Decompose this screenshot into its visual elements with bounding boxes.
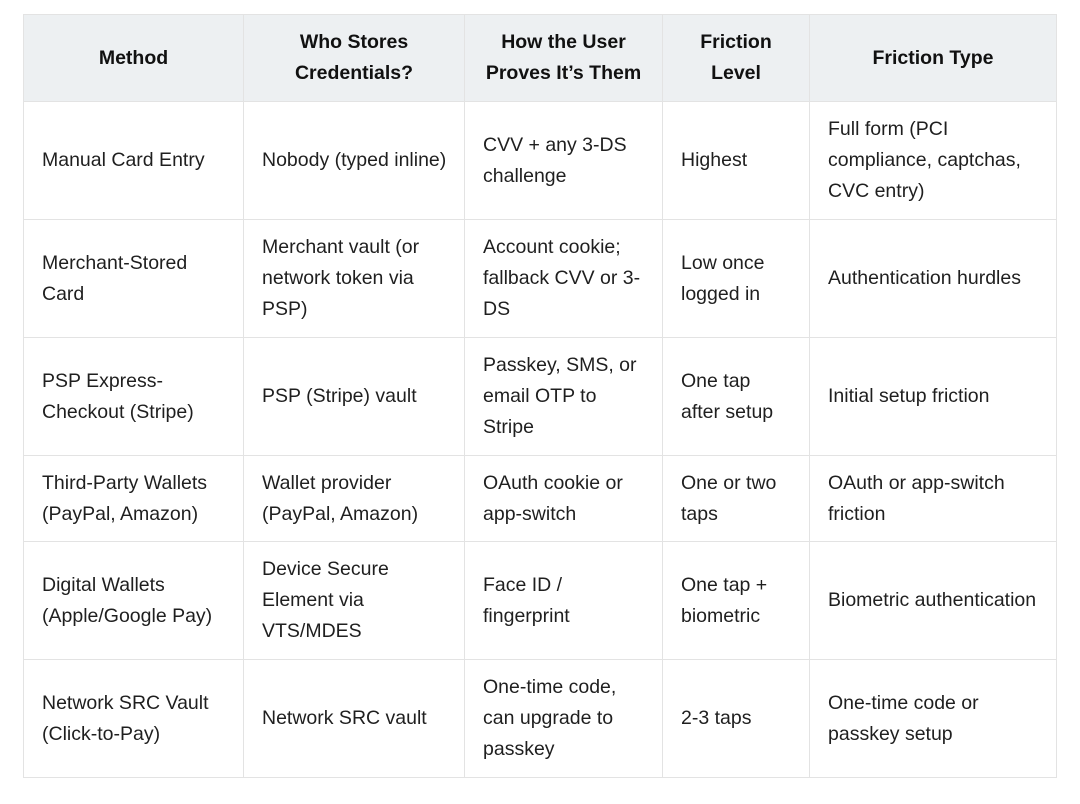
cell-friction-type: One-time code or passkey setup	[809, 659, 1057, 778]
cell-method: Digital Wallets (Apple/Google Pay)	[23, 541, 244, 660]
cell-friction-level: 2-3 taps	[662, 659, 810, 778]
header-row: Method Who Stores Credentials? How the U…	[23, 14, 1057, 102]
cell-friction-level: Highest	[662, 101, 810, 220]
header-friction-type: Friction Type	[809, 14, 1057, 102]
cell-method: Third-Party Wallets (PayPal, Amazon)	[23, 455, 244, 542]
cell-friction-type: Authentication hurdles	[809, 219, 1057, 338]
payment-methods-table: Method Who Stores Credentials? How the U…	[23, 14, 1057, 778]
cell-method: PSP Express-Checkout (Stripe)	[23, 337, 244, 456]
cell-method: Manual Card Entry	[23, 101, 244, 220]
cell-who-stores: Nobody (typed inline)	[243, 101, 465, 220]
comparison-table-container: Method Who Stores Credentials? How the U…	[23, 14, 1057, 778]
cell-friction-level: Low once logged in	[662, 219, 810, 338]
table-header: Method Who Stores Credentials? How the U…	[23, 14, 1057, 102]
header-friction-level: Friction Level	[662, 14, 810, 102]
cell-friction-level: One tap + biometric	[662, 541, 810, 660]
cell-how-proves: Account cookie; fallback CVV or 3-DS	[464, 219, 663, 338]
cell-method: Merchant-Stored Card	[23, 219, 244, 338]
cell-how-proves: Face ID / fingerprint	[464, 541, 663, 660]
cell-how-proves: One-time code, can upgrade to passkey	[464, 659, 663, 778]
cell-friction-type: Biometric authentication	[809, 541, 1057, 660]
cell-who-stores: Wallet provider (PayPal, Amazon)	[243, 455, 465, 542]
cell-how-proves: OAuth cookie or app-switch	[464, 455, 663, 542]
cell-who-stores: PSP (Stripe) vault	[243, 337, 465, 456]
cell-friction-type: OAuth or app-switch friction	[809, 455, 1057, 542]
cell-friction-type: Initial setup friction	[809, 337, 1057, 456]
table-row: PSP Express-Checkout (Stripe) PSP (Strip…	[23, 337, 1057, 456]
table-row: Manual Card Entry Nobody (typed inline) …	[23, 101, 1057, 220]
cell-who-stores: Device Secure Element via VTS/MDES	[243, 541, 465, 660]
cell-how-proves: CVV + any 3-DS challenge	[464, 101, 663, 220]
table-row: Third-Party Wallets (PayPal, Amazon) Wal…	[23, 455, 1057, 542]
table-body: Manual Card Entry Nobody (typed inline) …	[23, 101, 1057, 778]
header-how-user-proves: How the User Proves It’s Them	[464, 14, 663, 102]
cell-friction-level: One or two taps	[662, 455, 810, 542]
cell-method: Network SRC Vault (Click-to-Pay)	[23, 659, 244, 778]
table-row: Network SRC Vault (Click-to-Pay) Network…	[23, 659, 1057, 778]
cell-friction-level: One tap after setup	[662, 337, 810, 456]
cell-friction-type: Full form (PCI compliance, captchas, CVC…	[809, 101, 1057, 220]
cell-how-proves: Passkey, SMS, or email OTP to Stripe	[464, 337, 663, 456]
table-row: Digital Wallets (Apple/Google Pay) Devic…	[23, 541, 1057, 660]
table-row: Merchant-Stored Card Merchant vault (or …	[23, 219, 1057, 338]
cell-who-stores: Merchant vault (or network token via PSP…	[243, 219, 465, 338]
header-who-stores-credentials: Who Stores Credentials?	[243, 14, 465, 102]
header-method: Method	[23, 14, 244, 102]
cell-who-stores: Network SRC vault	[243, 659, 465, 778]
